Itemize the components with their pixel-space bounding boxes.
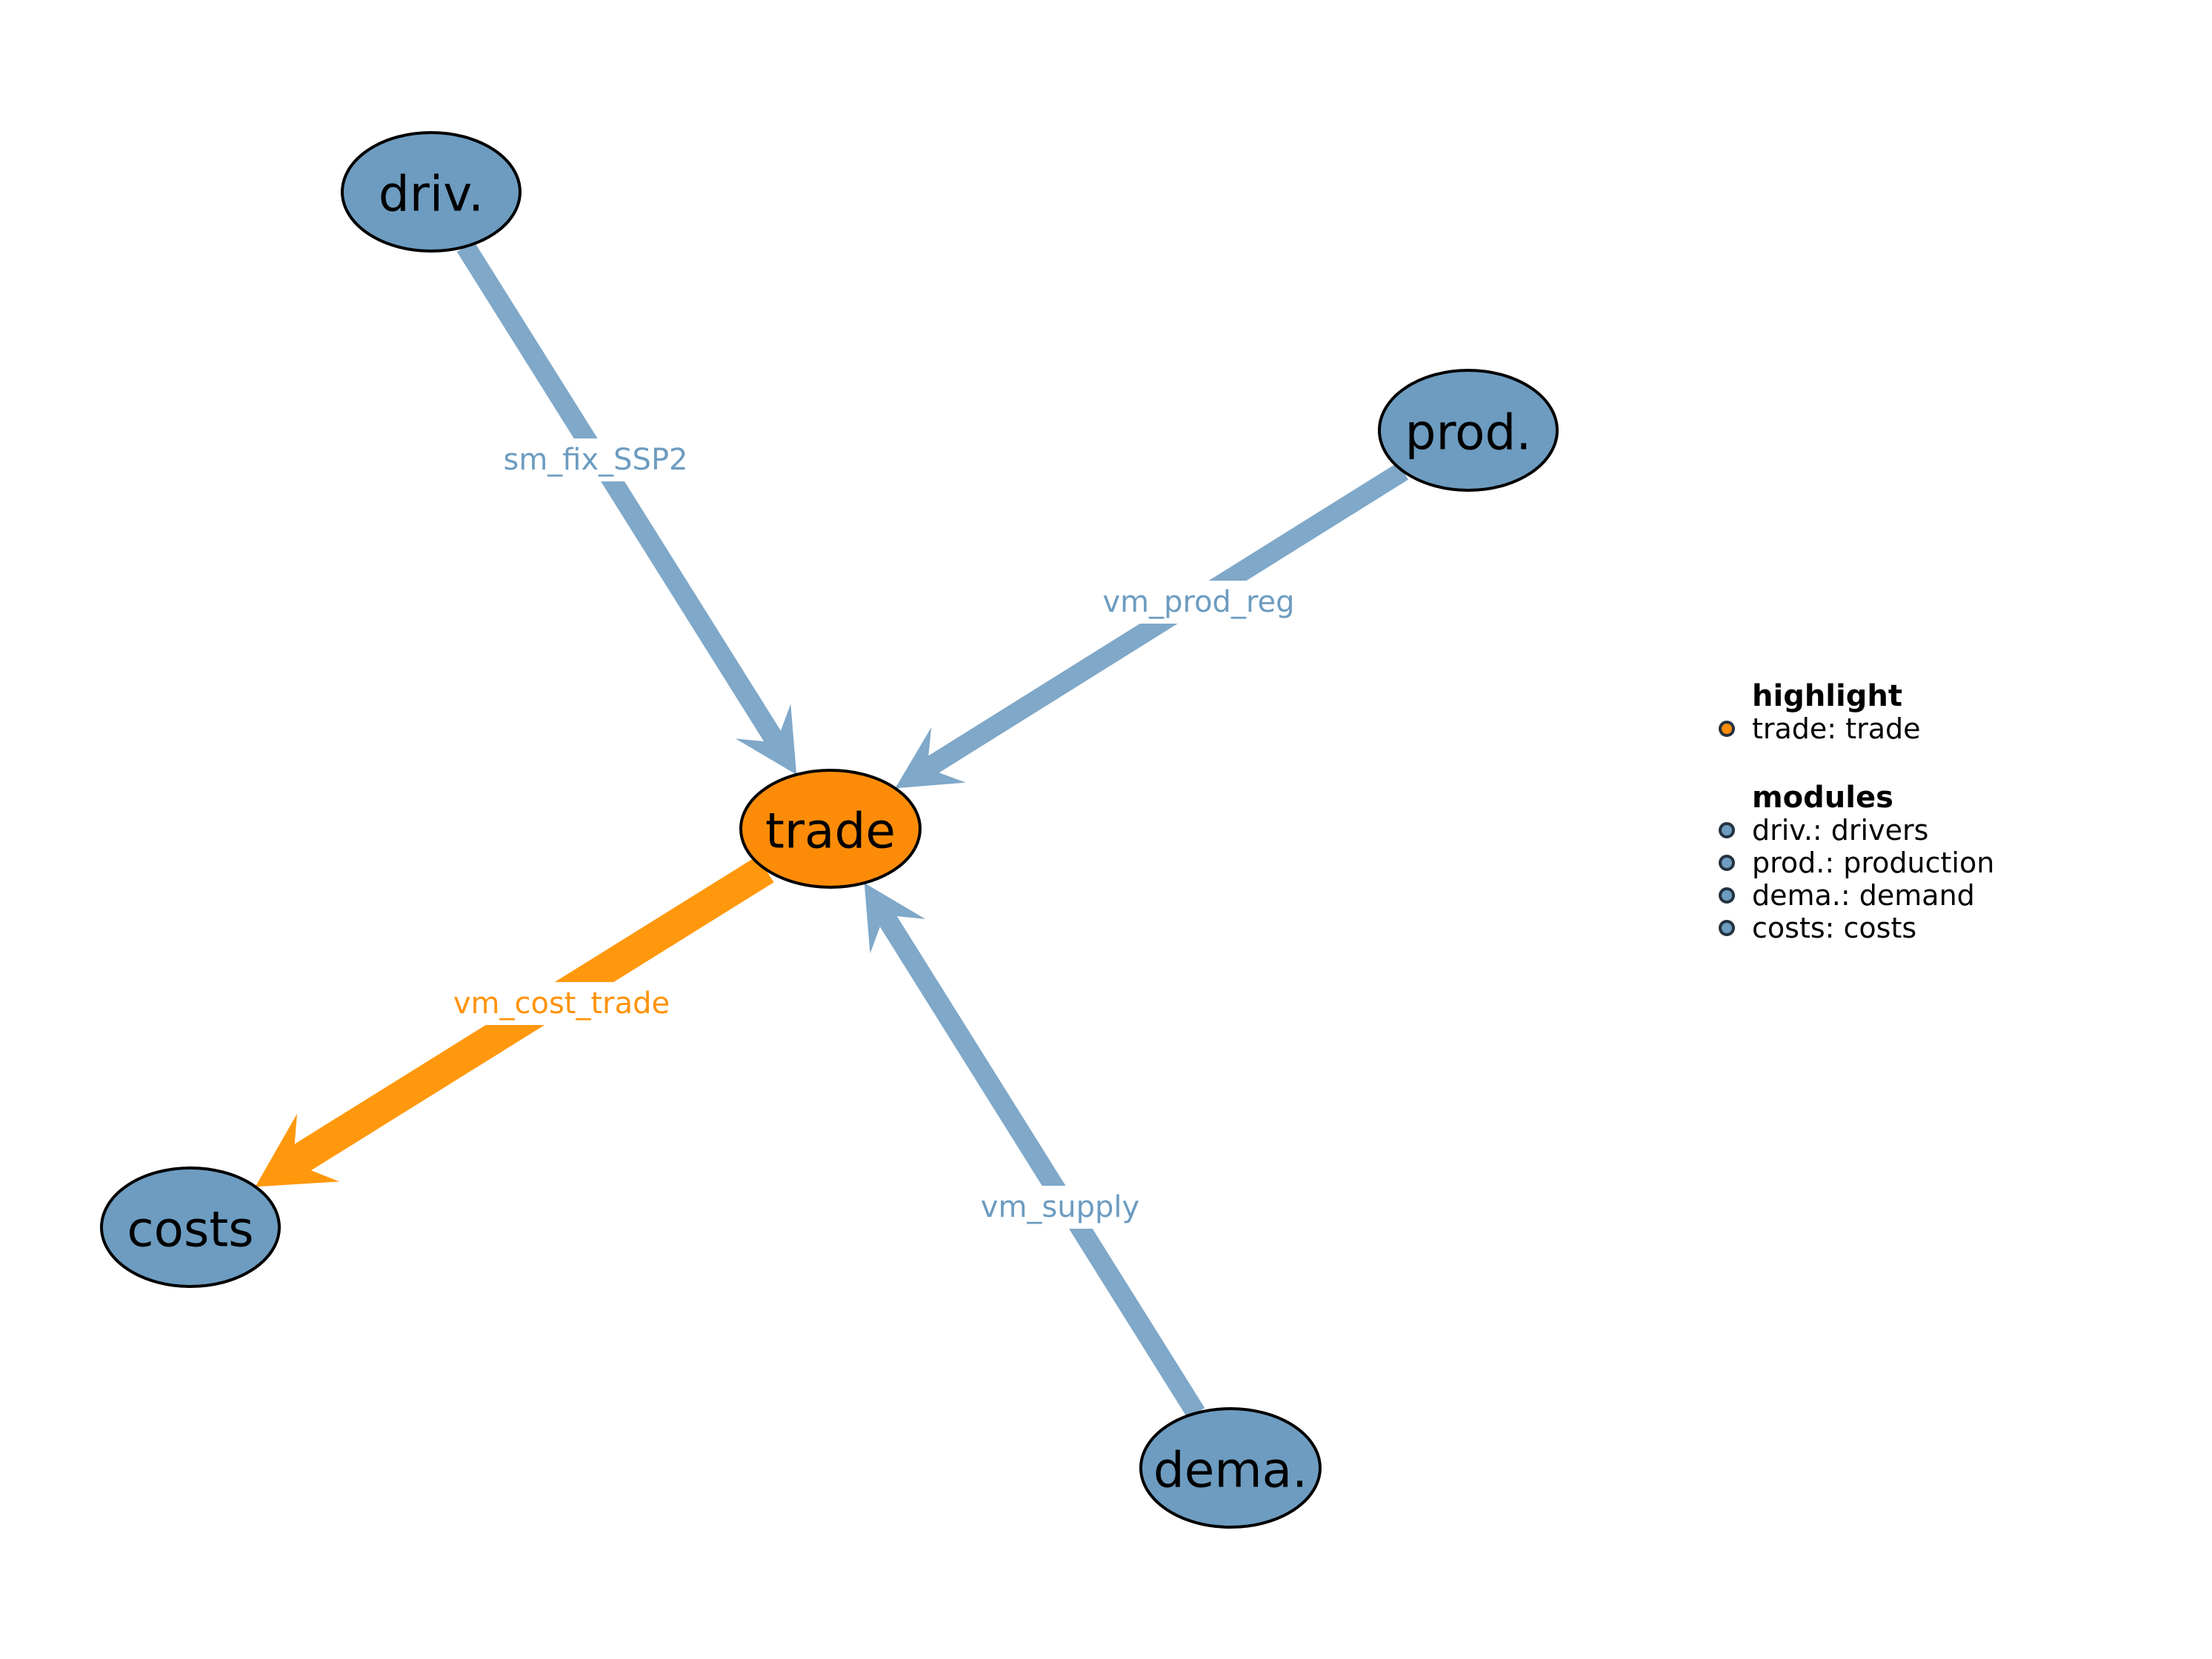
node-prod: prod. bbox=[1378, 369, 1559, 492]
edge-prod-trade bbox=[895, 462, 1409, 789]
node-label: costs bbox=[127, 1201, 253, 1258]
node-label: dema. bbox=[1153, 1442, 1307, 1499]
legend-item-label: costs: costs bbox=[1752, 912, 1917, 944]
edge-dema-trade bbox=[864, 883, 1205, 1419]
node-costs: costs bbox=[100, 1166, 281, 1288]
edge-shaft bbox=[456, 241, 785, 748]
legend-item-label: trade: trade bbox=[1752, 712, 1921, 745]
legend-highlight-title: highlight bbox=[1752, 679, 1902, 713]
legend-item-costs: costs: costs bbox=[1719, 912, 1994, 944]
legend-swatch-demand-icon bbox=[1719, 887, 1735, 904]
edge-label-bg bbox=[442, 982, 681, 1025]
legend: highlight trade: trade modules driv.: dr… bbox=[1719, 679, 1994, 944]
node-label: prod. bbox=[1405, 404, 1532, 461]
node-label: driv. bbox=[379, 166, 484, 223]
edge-label-bg bbox=[493, 438, 699, 481]
legend-item-label: dema.: demand bbox=[1752, 879, 1975, 912]
nodes-layer: driv. prod. trade costs dema. bbox=[100, 131, 1559, 1529]
node-label: trade bbox=[765, 803, 896, 860]
legend-item-demand: dema.: demand bbox=[1719, 879, 1994, 912]
legend-swatch-costs-icon bbox=[1719, 920, 1735, 936]
edge-labels-layer: sm_fix_SSP2 vm_prod_reg vm_supply vm_cost_t… bbox=[442, 438, 1305, 1229]
edge-label: vm_prod_reg bbox=[1102, 585, 1294, 619]
node-trade: trade bbox=[739, 769, 922, 889]
legend-item-label: driv.: drivers bbox=[1752, 814, 1929, 847]
legend-swatch-production-icon bbox=[1719, 855, 1735, 871]
arrowhead-icon bbox=[864, 883, 926, 954]
arrowhead-icon bbox=[255, 1113, 340, 1187]
edge-label: vm_cost_trade bbox=[453, 987, 670, 1021]
edge-label: vm_supply bbox=[981, 1190, 1139, 1224]
edge-label-bg bbox=[1092, 581, 1305, 624]
node-dema: dema. bbox=[1139, 1407, 1322, 1529]
node-ellipse bbox=[1139, 1407, 1322, 1529]
legend-swatch-trade-icon bbox=[1719, 721, 1735, 737]
legend-item-trade: trade: trade bbox=[1719, 712, 1994, 745]
legend-item-drivers: driv.: drivers bbox=[1719, 814, 1994, 847]
legend-modules-header: modules bbox=[1719, 781, 1994, 815]
edge-trade-costs bbox=[255, 855, 774, 1187]
legend-highlight-header: highlight bbox=[1719, 679, 1994, 713]
legend-item-production: prod.: production bbox=[1719, 847, 1994, 879]
node-driv: driv. bbox=[341, 131, 522, 253]
arrowhead-icon bbox=[735, 704, 797, 775]
node-ellipse bbox=[100, 1166, 281, 1288]
node-ellipse bbox=[341, 131, 522, 253]
legend-item-label: prod.: production bbox=[1752, 847, 1995, 879]
node-ellipse bbox=[739, 769, 922, 889]
edge-label: sm_fix_SSP2 bbox=[503, 443, 687, 477]
legend-spacer bbox=[1719, 745, 1994, 781]
arrowhead-icon bbox=[895, 727, 966, 789]
edge-shaft bbox=[876, 909, 1205, 1419]
legend-swatch-drivers-icon bbox=[1719, 822, 1735, 838]
legend-modules-title: modules bbox=[1752, 781, 1893, 815]
edge-driv-trade bbox=[456, 241, 797, 775]
node-ellipse bbox=[1378, 369, 1559, 492]
edge-label-bg bbox=[970, 1186, 1150, 1229]
